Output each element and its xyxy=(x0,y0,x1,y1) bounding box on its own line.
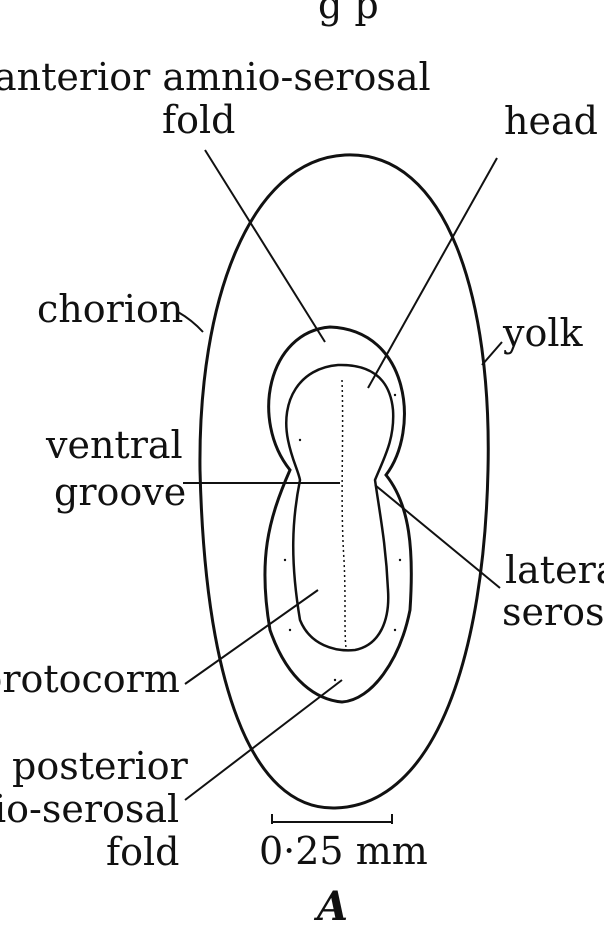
label-anterior-fold-line2: fold xyxy=(162,98,235,142)
scale-bar xyxy=(271,814,393,824)
chorion-outline xyxy=(198,153,490,810)
label-ventral-groove-line1: ventral xyxy=(45,423,183,467)
label-protocorm: protocorm xyxy=(0,657,180,701)
leader-protocorm xyxy=(184,589,319,685)
leader-yolk xyxy=(481,341,503,366)
panel-letter: A xyxy=(313,883,348,930)
label-lateral-line2: serosa xyxy=(502,590,604,634)
label-posterior-fold-line2: io-serosal xyxy=(0,787,179,831)
label-posterior-fold-line1: posterior xyxy=(12,744,189,788)
leader-anterior-fold xyxy=(204,149,326,343)
leader-posterior-fold xyxy=(184,679,343,801)
ventral-groove-line xyxy=(341,379,347,649)
leader-chorion xyxy=(177,311,204,333)
leader-lateral xyxy=(374,484,501,589)
amnio-serosal-fold-outline xyxy=(263,325,413,704)
germ-band xyxy=(285,363,395,652)
label-lateral-line1: latera xyxy=(505,548,604,592)
label-yolk: yolk xyxy=(502,311,583,355)
label-posterior-fold-line3: fold xyxy=(106,830,179,874)
serosal-dots xyxy=(283,393,402,682)
leader-head xyxy=(367,157,498,389)
scale-bar-label: 0·25 mm xyxy=(259,829,428,873)
label-ventral-groove-line2: groove xyxy=(54,470,186,514)
label-head: head xyxy=(504,99,598,143)
label-anterior-fold-line1: anterior amnio-serosal xyxy=(0,55,431,99)
heading-fragment: g p xyxy=(318,0,379,27)
label-chorion: chorion xyxy=(37,287,183,331)
